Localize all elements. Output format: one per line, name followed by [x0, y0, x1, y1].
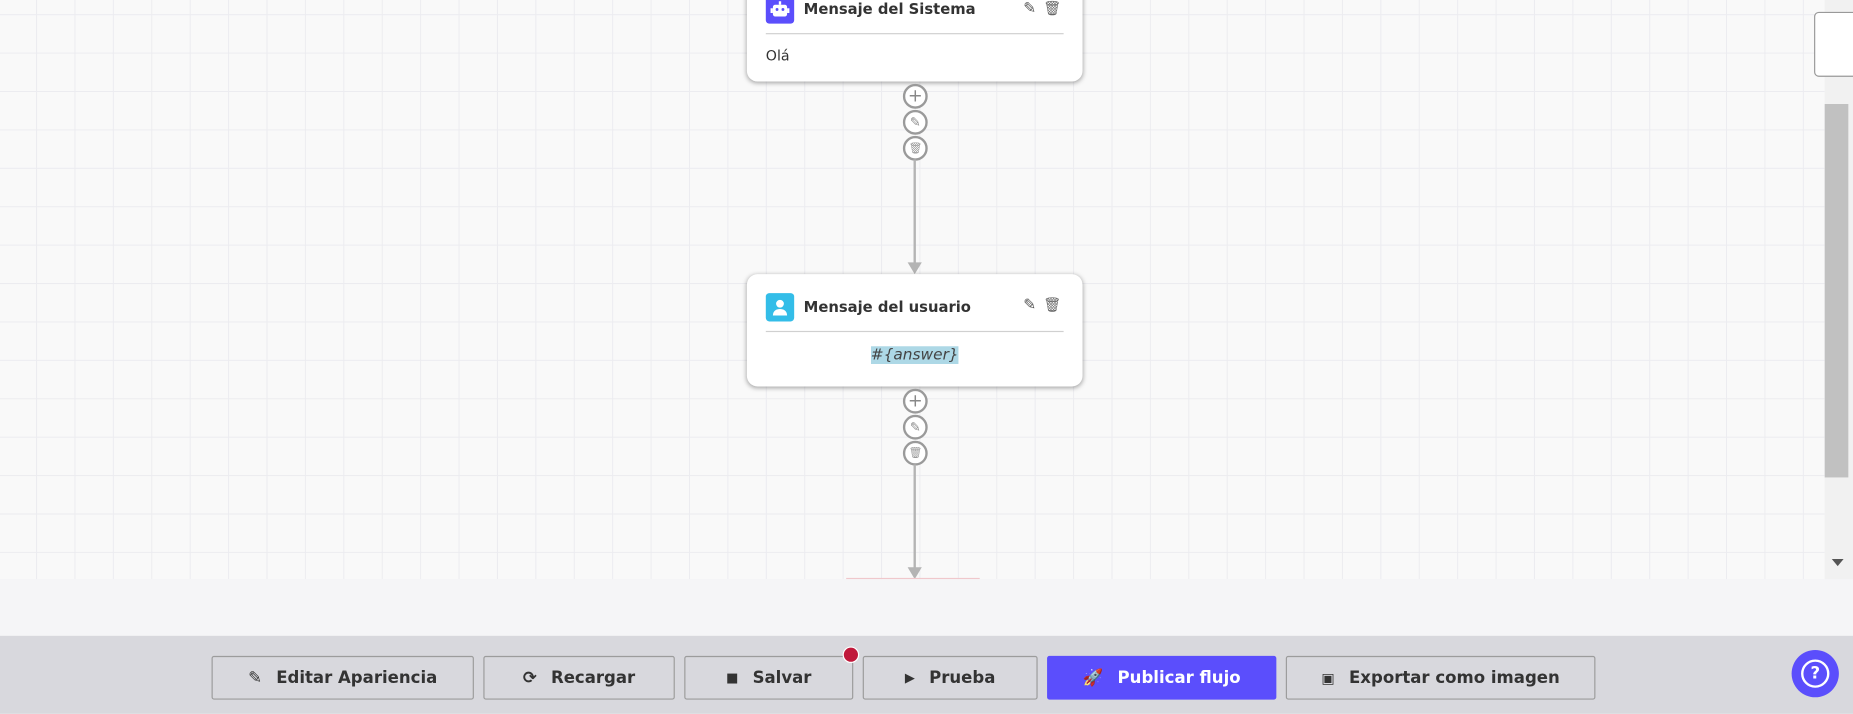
node-user-message[interactable]: Mensaje del usuario ✎ 🗑 #{answer} — [746, 274, 1083, 387]
scrollbar-thumb[interactable] — [1824, 103, 1849, 478]
minimap[interactable] — [1814, 11, 1853, 77]
export-label: Exportar como imagen — [1349, 668, 1560, 688]
reload-button[interactable]: ⟳ Recargar — [483, 655, 675, 700]
next-node-edge — [846, 577, 980, 580]
plus-icon: + — [907, 85, 923, 107]
edit-appearance-label: Editar Apariencia — [276, 668, 438, 688]
add-node-button[interactable]: + — [902, 388, 928, 414]
node-title: Mensaje del Sistema — [803, 0, 976, 18]
edit-node-icon[interactable]: ✎ — [1023, 296, 1037, 315]
floppy-icon: ■ — [726, 670, 739, 686]
node-header: Mensaje del Sistema ✎ 🗑 — [765, 0, 1064, 35]
node-content-wrap: #{answer} — [766, 346, 1064, 364]
add-node-button[interactable]: + — [902, 83, 928, 109]
refresh-icon: ⟳ — [522, 668, 537, 688]
robot-icon — [765, 0, 795, 24]
edit-node-icon[interactable]: ✎ — [1023, 0, 1037, 18]
reload-label: Recargar — [550, 668, 636, 688]
plus-icon: + — [907, 389, 923, 412]
pencil-icon: ✎ — [909, 419, 921, 435]
play-icon: ▶ — [904, 670, 915, 686]
node-title: Mensaje del usuario — [803, 297, 971, 316]
save-button[interactable]: ■ Salvar — [684, 655, 854, 700]
delete-connection-button[interactable]: 🗑 — [902, 135, 928, 161]
export-image-button[interactable]: ▣ Exportar como imagen — [1285, 655, 1596, 700]
node-system-message[interactable]: Mensaje del Sistema ✎ 🗑 Olá — [746, 0, 1083, 82]
scroll-down-icon[interactable] — [1831, 558, 1844, 567]
edit-icon: ✎ — [248, 668, 263, 688]
image-icon: ▣ — [1321, 669, 1335, 687]
node-content: Olá — [765, 47, 790, 64]
delete-node-icon[interactable]: 🗑 — [1043, 296, 1062, 314]
edit-connection-button[interactable]: ✎ — [902, 414, 928, 440]
connector-arrow — [907, 567, 922, 580]
test-label: Prueba — [929, 668, 996, 688]
user-icon — [765, 293, 795, 322]
delete-node-icon[interactable]: 🗑 — [1043, 0, 1062, 17]
publish-flow-button[interactable]: 🚀 Publicar flujo — [1047, 655, 1277, 700]
unsaved-changes-dot — [842, 646, 860, 663]
node-header: Mensaje del usuario ✎ 🗑 — [765, 274, 1064, 333]
delete-connection-button[interactable]: 🗑 — [902, 440, 928, 466]
rocket-icon: 🚀 — [1082, 668, 1104, 688]
help-button[interactable]: ? — [1791, 649, 1839, 698]
edit-appearance-button[interactable]: ✎ Editar Apariencia — [211, 655, 474, 700]
trash-icon: 🗑 — [908, 447, 923, 460]
save-label: Salvar — [752, 668, 812, 688]
connector-line — [913, 159, 916, 264]
pencil-icon: ✎ — [909, 114, 921, 130]
connector-arrow — [907, 262, 922, 275]
test-button[interactable]: ▶ Prueba — [862, 655, 1038, 700]
publish-label: Publicar flujo — [1117, 668, 1241, 688]
edit-connection-button[interactable]: ✎ — [902, 109, 928, 135]
connector-line — [913, 464, 916, 569]
trash-icon: 🗑 — [908, 142, 923, 155]
node-content: #{answer} — [870, 346, 959, 364]
question-icon: ? — [1801, 659, 1830, 688]
vertical-scrollbar[interactable] — [1824, 0, 1853, 580]
